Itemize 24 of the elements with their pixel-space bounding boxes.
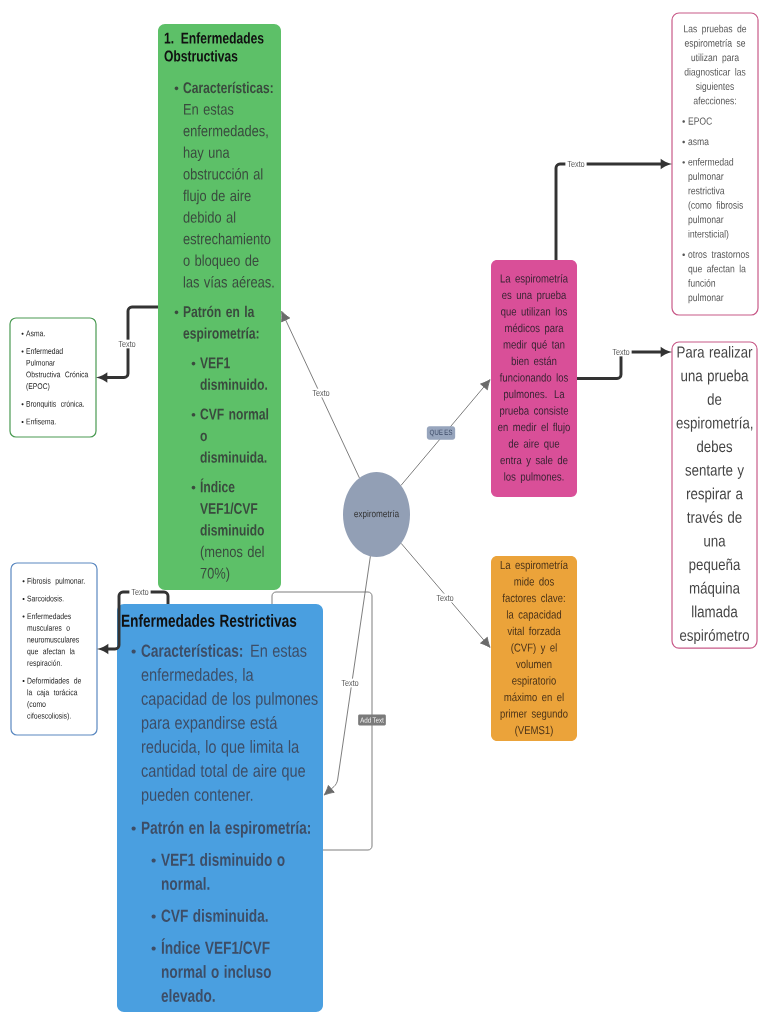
list-box: Asma. Enfermedad Pulmonar Obstructiva Crónica (EPOC) Bronquitis crónica. Enfisema. (9, 317, 97, 438)
arrow (99, 590, 170, 654)
note-box: La espirometría mide dos factores clave: la capacidad vital forzada (CVF) y el volumen espiratorio máximo en el primer segundo (VEMS1) (491, 556, 577, 741)
edge-label: Texto (434, 593, 456, 603)
arrow (554, 159, 670, 260)
edge-label: Texto (116, 339, 138, 349)
info-box: Enfermedades Restrictivas Características: En estas enfermedades, la capacidad de los pulmones para expandirse está reducida, lo que limita la cantidad total de aire que pueden contener. Patrón en la espirometría: VEF1 disminuido o normal. CVF disminuida. Índice VEF1/CVF normal o incluso elevado. (117, 604, 323, 1012)
arrow (323, 555, 371, 796)
note-box: Para realizar una prueba de espirometría, debes sentarte y respirar a través de una pequeña máquina llamada espirómetro (671, 341, 758, 649)
edge-label: Texto (129, 587, 151, 597)
list-box: Fibrosis pulmonar. Sarcoidosis. Enfermedades musculares o neuromusculares que afectan la respiración. Deformidades de la caja torácica (como cifoescoliosis). (10, 562, 98, 736)
list-box: Las pruebas de espirometría se utilizan para diagnosticar las siguientes afecciones: EPOC asma enfermedad pulmonar restrictiva (como fibrosis pulmonar intersticial) otros trastornos que afectan la función pulmonar (671, 12, 759, 316)
edge-label: Texto (310, 388, 332, 398)
arrow (400, 379, 491, 486)
definition-box: La espirometría es una prueba que utilizan los médicos para medir qué tan bien están funcionando los pulmones. La prueba consiste en medir el flujo de aire que entra y sale de los pulmones. (491, 260, 577, 497)
edge-label: Texto (610, 347, 632, 357)
edge-label: Texto (565, 159, 587, 169)
arrow (400, 542, 491, 648)
arrow (98, 305, 158, 382)
info-box: 1. Enfermedades Obstructivas Características: En estas enfermedades, hay una obstrucción al flujo de aire debido al estrechamiento o bloqueo de las vías aéreas. Patrón en la espirometría: VEF1 disminuido. CVF normal o disminuida. Índice VEF1/CVF disminuido (menos del 70%) (158, 24, 281, 590)
arrow (577, 347, 670, 380)
edge-label: Texto (339, 678, 361, 688)
arrow (281, 310, 360, 479)
center-oval: expirometría (343, 472, 410, 557)
